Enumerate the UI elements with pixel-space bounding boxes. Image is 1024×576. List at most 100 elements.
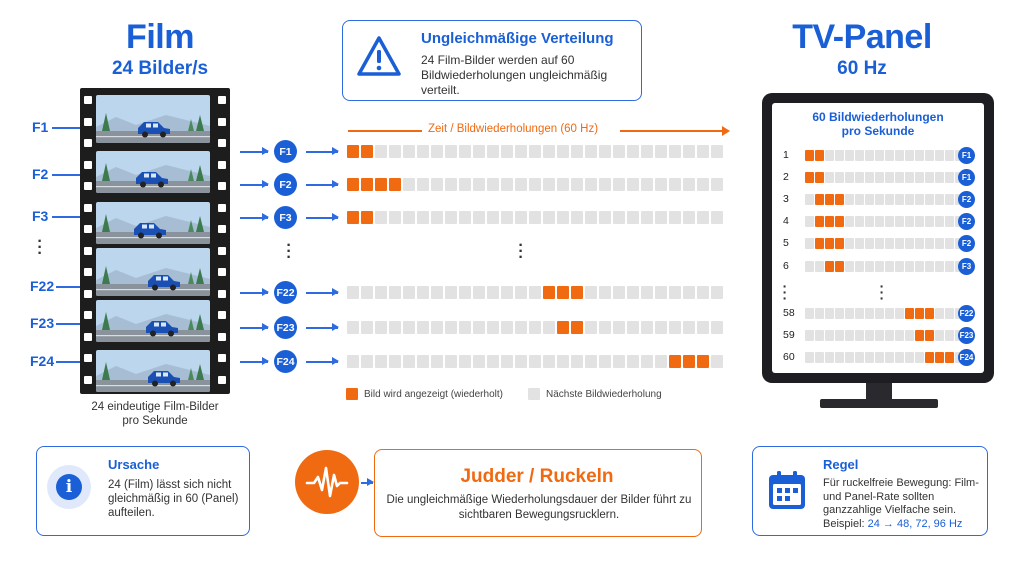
refresh-cell-next xyxy=(613,321,625,334)
car-scene xyxy=(96,300,210,342)
tv-cell-next xyxy=(925,238,934,249)
tv-cell-next xyxy=(865,150,874,161)
tv-cell-shown xyxy=(905,308,914,319)
tv-cell-next xyxy=(935,330,944,341)
legend-swatch-next xyxy=(528,388,540,400)
filmstrip-sprocket-hole xyxy=(84,203,92,212)
tv-cell-next xyxy=(905,172,914,183)
refresh-cell-next xyxy=(529,145,541,158)
film-frame xyxy=(96,300,210,342)
judder-text: Die ungleichmäßige Wiederholungsdauer de… xyxy=(386,494,692,521)
refresh-cell-next xyxy=(557,211,569,224)
refresh-cell-next xyxy=(543,321,555,334)
tv-cell-next xyxy=(895,216,904,227)
refresh-cell-next xyxy=(473,178,485,191)
refresh-cell-next xyxy=(529,178,541,191)
tv-refresh-row xyxy=(805,238,964,249)
refresh-cell-next xyxy=(459,211,471,224)
refresh-cell-next xyxy=(417,355,429,368)
car-icon xyxy=(134,223,166,239)
tv-cell-next xyxy=(855,194,864,205)
tv-cell-next xyxy=(915,352,924,363)
film-title: Film xyxy=(126,18,194,56)
tv-cell-shown xyxy=(825,216,834,227)
refresh-cell-next xyxy=(501,355,513,368)
filmstrip-sprocket-hole xyxy=(218,311,226,319)
filmstrip-sprocket-hole xyxy=(218,160,226,169)
time-axis-line-right xyxy=(620,130,725,132)
frame-arrow xyxy=(306,324,339,330)
refresh-cell-next xyxy=(599,355,611,368)
refresh-cell-next xyxy=(417,286,429,299)
tv-cell-next xyxy=(935,261,944,272)
filmstrip-sprocket-hole xyxy=(218,246,226,255)
tv-screen-title: 60 Bildwiederholungen pro Sekunde xyxy=(772,110,984,138)
car-icon xyxy=(138,122,170,138)
tv-screen-title-line1: 60 Bildwiederholungen xyxy=(812,110,944,124)
refresh-cell-next xyxy=(669,286,681,299)
filmstrip-sprocket-hole xyxy=(84,354,92,362)
tv-refresh-number: 59 xyxy=(783,329,795,341)
car-scene xyxy=(96,202,210,244)
tv-cell-next xyxy=(875,172,884,183)
timeline-row xyxy=(347,286,723,299)
tv-cell-next xyxy=(905,330,914,341)
judder-title: Judder / Ruckeln xyxy=(460,466,614,487)
tv-cell-next xyxy=(905,216,914,227)
tv-cell-next xyxy=(805,308,814,319)
frame-badge: F24 xyxy=(274,350,297,373)
filmstrip-sprocket-hole xyxy=(218,354,226,362)
refresh-cell-next xyxy=(669,178,681,191)
refresh-cell-next xyxy=(487,211,499,224)
refresh-cell-next xyxy=(515,321,527,334)
refresh-cell-shown xyxy=(557,286,569,299)
film-frame-label: F24 xyxy=(30,353,55,369)
tv-cell-next xyxy=(935,308,944,319)
tv-refresh-number: 58 xyxy=(783,307,795,319)
refresh-cell-next xyxy=(599,178,611,191)
tv-cell-next xyxy=(855,238,864,249)
refresh-cell-next xyxy=(627,355,639,368)
refresh-cell-next xyxy=(655,355,667,368)
refresh-cell-next xyxy=(599,211,611,224)
tv-frame-badge: F22 xyxy=(958,305,975,322)
refresh-cell-next xyxy=(613,211,625,224)
tv-cell-next xyxy=(805,216,814,227)
filmstrip-sprocket-hole xyxy=(218,96,226,104)
tv-cell-next xyxy=(815,330,824,341)
refresh-cell-next xyxy=(627,211,639,224)
timeline-row xyxy=(347,355,723,368)
refresh-cell-next xyxy=(613,145,625,158)
tv-frame-badge: F23 xyxy=(958,327,975,344)
refresh-cell-next xyxy=(669,211,681,224)
frame-badge: F1 xyxy=(274,140,297,163)
legend-swatch-shown xyxy=(346,388,358,400)
refresh-cell-next xyxy=(445,321,457,334)
refresh-cell-next xyxy=(431,321,443,334)
tv-cell-next xyxy=(945,194,954,205)
tv-cell-next xyxy=(885,330,894,341)
refresh-cell-next xyxy=(655,211,667,224)
tv-cell-next xyxy=(895,308,904,319)
refresh-cell-next xyxy=(501,286,513,299)
filmstrip-sprocket-hole xyxy=(84,311,92,319)
refresh-cell-next xyxy=(445,178,457,191)
tv-cell-next xyxy=(895,261,904,272)
tv-cell-shown xyxy=(925,330,934,341)
refresh-cell-next xyxy=(389,355,401,368)
refresh-cell-next xyxy=(417,211,429,224)
refresh-cell-next xyxy=(431,211,443,224)
tv-cell-next xyxy=(945,238,954,249)
filmstrip-sprocket-hole xyxy=(84,96,92,104)
time-axis-line-left xyxy=(348,130,422,132)
refresh-cell-next xyxy=(571,211,583,224)
tv-cell-next xyxy=(875,308,884,319)
tv-cell-shown xyxy=(925,308,934,319)
tv-cell-next xyxy=(855,172,864,183)
refresh-cell-next xyxy=(501,178,513,191)
tv-cell-next xyxy=(905,194,914,205)
refresh-cell-next xyxy=(627,178,639,191)
frame-badge: F3 xyxy=(274,206,297,229)
tv-cell-next xyxy=(905,238,914,249)
filmstrip-sprocket-hole xyxy=(218,225,226,233)
